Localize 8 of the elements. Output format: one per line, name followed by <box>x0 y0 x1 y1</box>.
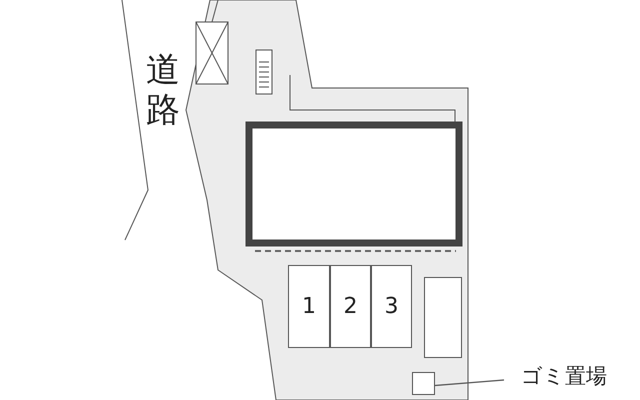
parking-space: 3 <box>371 265 412 348</box>
garbage-area <box>412 372 435 395</box>
storage-area <box>424 277 462 358</box>
parking-space: 2 <box>330 265 371 348</box>
parking-space: 1 <box>288 265 330 348</box>
leader-line <box>434 379 504 386</box>
road-label: 道路 <box>146 50 181 130</box>
area-label: ゴミ置場 <box>506 360 622 392</box>
